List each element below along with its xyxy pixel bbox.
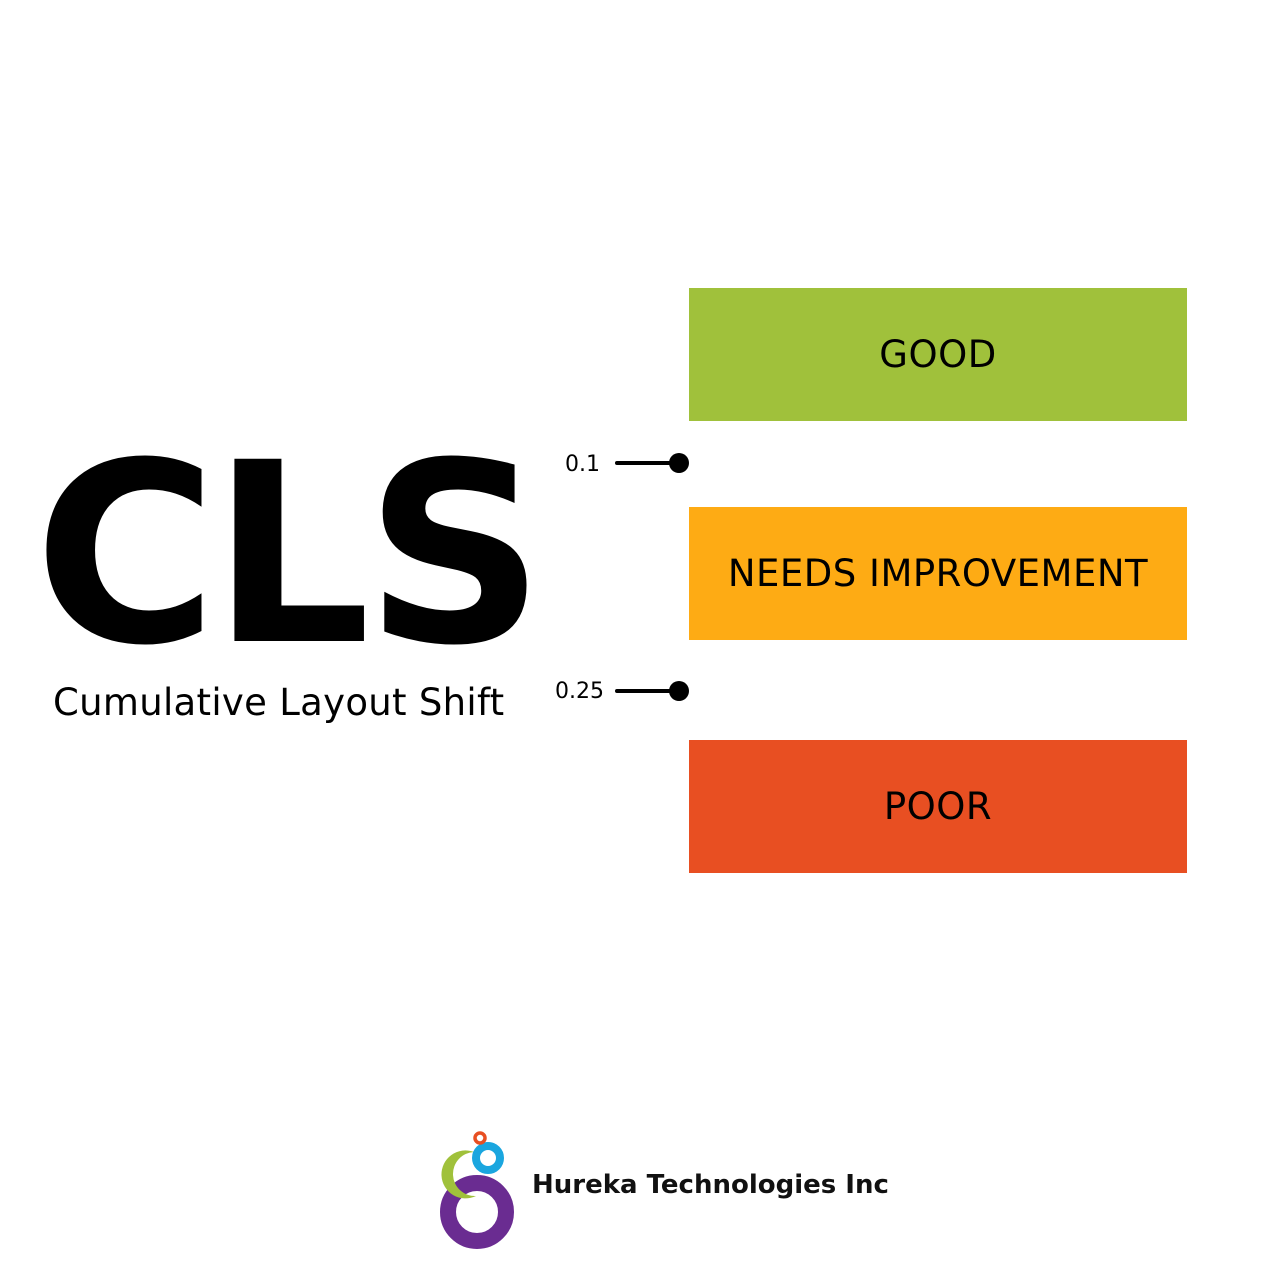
logo-purple-ring <box>440 1175 514 1249</box>
threshold-value-poor: 0.25 <box>555 679 604 704</box>
band-needs-improvement: NEEDS IMPROVEMENT <box>689 507 1187 640</box>
threshold-dot <box>669 453 689 473</box>
band-good: GOOD <box>689 288 1187 421</box>
logo-blue-ring <box>472 1142 504 1174</box>
hureka-logo-icon <box>440 1131 514 1249</box>
band-good-label: GOOD <box>879 333 997 376</box>
metric-acronym: CLS <box>34 409 545 700</box>
threshold-value-good: 0.1 <box>565 452 600 477</box>
threshold-marker-poor: 0.25 <box>550 680 690 704</box>
band-poor-label: POOR <box>883 785 993 828</box>
company-name: Hureka Technologies Inc <box>532 1170 889 1200</box>
logo-green-crescent <box>441 1150 476 1199</box>
logo-red-ring <box>473 1131 487 1145</box>
footer-brand: Hureka Technologies Inc <box>430 1128 890 1252</box>
threshold-line <box>615 461 683 465</box>
metric-full-name: Cumulative Layout Shift <box>53 681 505 724</box>
threshold-dot <box>669 681 689 701</box>
threshold-line <box>615 689 683 693</box>
band-needs-improvement-label: NEEDS IMPROVEMENT <box>727 552 1149 595</box>
band-poor: POOR <box>689 740 1187 873</box>
threshold-marker-good: 0.1 <box>560 452 690 476</box>
